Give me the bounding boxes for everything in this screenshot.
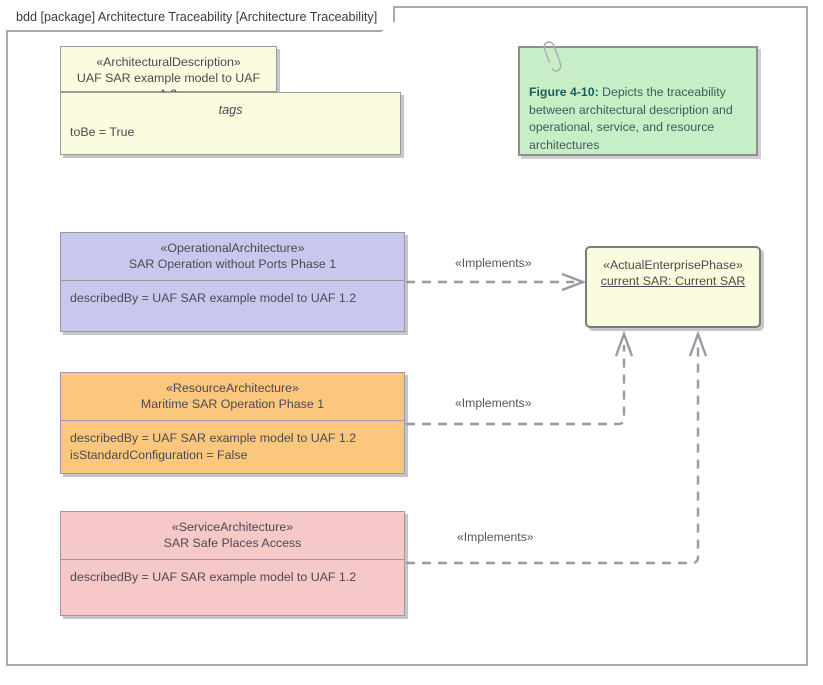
stereotype-label: «ArchitecturalDescription» [96, 55, 241, 69]
block-header: «OperationalArchitecture» SAR Operation … [61, 233, 404, 280]
block-service-architecture[interactable]: «ServiceArchitecture» SAR Safe Places Ac… [60, 511, 405, 616]
attribute-row: toBe = True [70, 124, 135, 139]
connector-label-operational: «Implements» [455, 256, 532, 270]
diagram-frame-tab: bdd [package] Architecture Traceability … [6, 6, 395, 32]
block-name-label: SAR Operation without Ports Phase 1 [128, 257, 337, 271]
paperclip-icon [543, 41, 562, 72]
connector-label-resource: «Implements» [455, 396, 532, 410]
figure-description: Depicts the traceability between archite… [529, 85, 733, 152]
block-header: «ArchitecturalDescription» UAF SAR examp… [61, 47, 276, 110]
stereotype-label: «ResourceArchitecture» [166, 381, 299, 395]
connector-label-service: «Implements» [457, 530, 534, 544]
figure-label: Figure 4-10: [529, 85, 599, 99]
block-resource-architecture[interactable]: «ResourceArchitecture» Maritime SAR Oper… [60, 372, 405, 474]
attribute-row: isStandardConfiguration = False [70, 447, 248, 462]
attribute-row: describedBy = UAF SAR example model to U… [70, 431, 357, 445]
stereotype-label: «ServiceArchitecture» [171, 520, 294, 534]
block-architectural-description[interactable]: «ArchitecturalDescription» UAF SAR examp… [60, 46, 277, 101]
block-header: «ActualEnterprisePhase» current SAR: Cur… [587, 248, 759, 297]
stereotype-label: «ActualEnterprisePhase» [603, 258, 743, 272]
compartment-tags: tags toBe = True [61, 92, 400, 154]
figure-note[interactable]: Figure 4-10: Depicts the traceability be… [518, 41, 758, 156]
attribute-row: describedBy = UAF SAR example model to U… [70, 570, 357, 584]
compartment-attributes: describedBy = UAF SAR example model to U… [61, 280, 404, 332]
block-actual-enterprise-phase[interactable]: «ActualEnterprisePhase» current SAR: Cur… [585, 246, 761, 328]
block-architectural-description-tags[interactable]: tags toBe = True [60, 92, 401, 155]
instance-name-label: current SAR: Current SAR [600, 274, 746, 288]
block-header: «ResourceArchitecture» Maritime SAR Oper… [61, 373, 404, 420]
note-text: Figure 4-10: Depicts the traceability be… [529, 84, 748, 154]
diagram-frame-title: bdd [package] Architecture Traceability … [16, 10, 378, 24]
compartment-title: tags [218, 103, 243, 117]
block-name-label: Maritime SAR Operation Phase 1 [140, 397, 325, 411]
block-header: «ServiceArchitecture» SAR Safe Places Ac… [61, 512, 404, 559]
block-name-label: SAR Safe Places Access [163, 536, 302, 550]
stereotype-label: «OperationalArchitecture» [160, 241, 305, 255]
block-operational-architecture[interactable]: «OperationalArchitecture» SAR Operation … [60, 232, 405, 332]
compartment-attributes: describedBy = UAF SAR example model to U… [61, 420, 404, 474]
compartment-attributes: describedBy = UAF SAR example model to U… [61, 559, 404, 616]
attribute-row: describedBy = UAF SAR example model to U… [70, 291, 357, 305]
